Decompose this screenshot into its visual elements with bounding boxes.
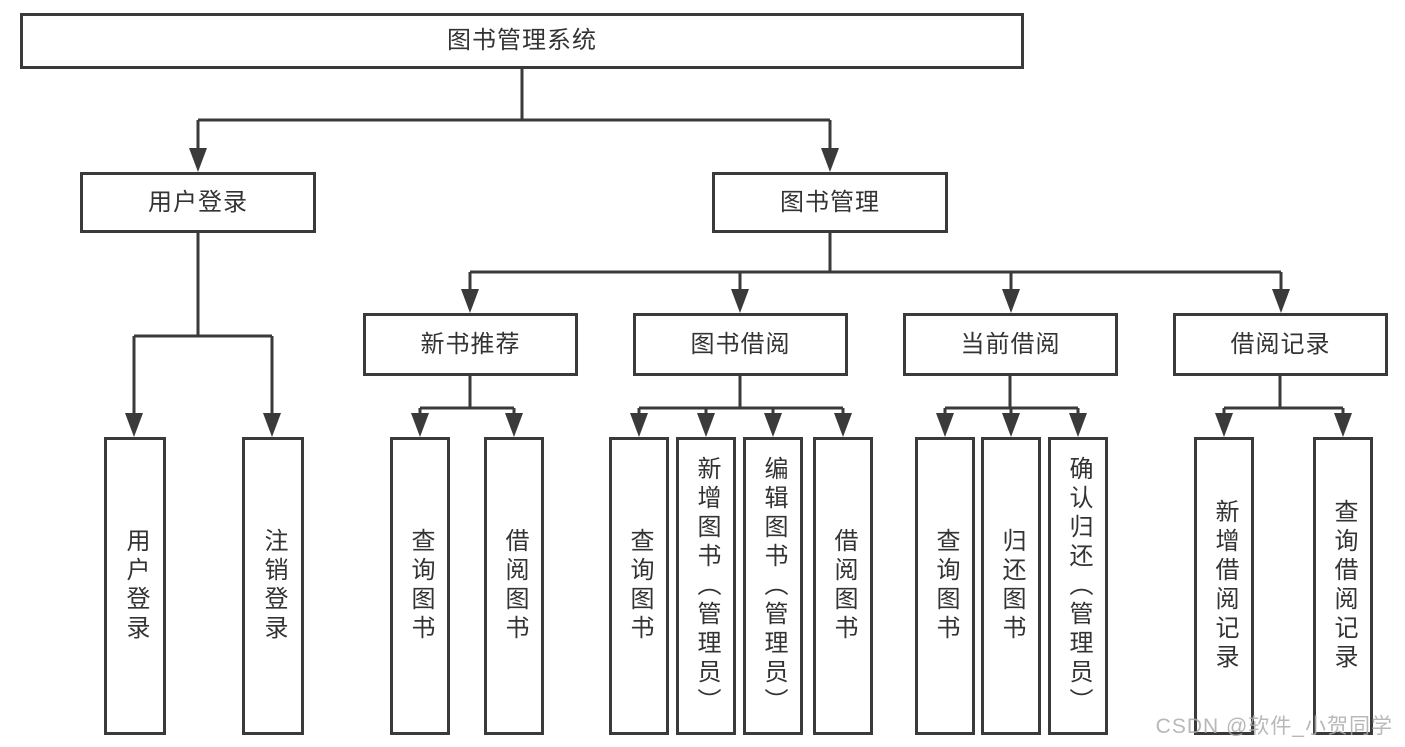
connector-new-book-recommend-to-leaves <box>411 376 523 437</box>
arrowhead <box>263 413 281 437</box>
node-borrow-records: 借阅记录 <box>1173 313 1388 376</box>
arrowhead <box>1215 413 1233 437</box>
leaf-logout-login: 注销登录 <box>242 437 304 735</box>
connector-current-borrow-to-leaves <box>936 376 1087 437</box>
arrowhead <box>936 413 954 437</box>
node-book-management: 图书管理 <box>712 172 948 233</box>
leaf-query-books-current: 查询图书 <box>915 437 975 735</box>
leaf-query-books-recommend: 查询图书 <box>390 437 450 735</box>
leaf-borrow-books-borrow: 借阅图书 <box>813 437 873 735</box>
leaf-edit-books-admin: 编辑图书（管理员） <box>743 437 803 735</box>
arrowhead <box>125 413 143 437</box>
connector-book-borrow-to-leaves <box>630 376 852 437</box>
arrowhead <box>834 413 852 437</box>
leaf-add-books-admin: 新增图书（管理员） <box>676 437 736 735</box>
arrowhead <box>1002 289 1020 313</box>
arrowhead <box>411 413 429 437</box>
leaf-return-books: 归还图书 <box>981 437 1041 735</box>
arrowhead <box>697 413 715 437</box>
arrowhead <box>1334 413 1352 437</box>
node-new-book-recommend: 新书推荐 <box>363 313 578 376</box>
connector-root-to-level2 <box>189 69 839 172</box>
arrowhead <box>1069 413 1087 437</box>
arrowhead <box>461 289 479 313</box>
connector-user-login-to-leaves <box>125 233 281 437</box>
node-book-borrow: 图书借阅 <box>633 313 848 376</box>
arrowhead <box>189 148 207 172</box>
arrowhead <box>821 148 839 172</box>
connector-book-management-to-level3 <box>461 233 1290 313</box>
arrowhead <box>505 413 523 437</box>
leaf-add-borrow-record: 新增借阅记录 <box>1194 437 1254 735</box>
node-root-library-system: 图书管理系统 <box>20 13 1024 69</box>
arrowhead <box>731 289 749 313</box>
arrowhead <box>764 413 782 437</box>
leaf-query-borrow-record: 查询借阅记录 <box>1313 437 1373 735</box>
connector-borrow-records-to-leaves <box>1215 376 1352 437</box>
leaf-query-books-borrow: 查询图书 <box>609 437 669 735</box>
arrowhead <box>1002 413 1020 437</box>
leaf-confirm-return-admin: 确认归还（管理员） <box>1048 437 1108 735</box>
node-current-borrow: 当前借阅 <box>903 313 1118 376</box>
leaf-user-login: 用户登录 <box>104 437 166 735</box>
arrowhead <box>1272 289 1290 313</box>
arrowhead <box>630 413 648 437</box>
node-user-login: 用户登录 <box>80 172 316 233</box>
leaf-borrow-books-recommend: 借阅图书 <box>484 437 544 735</box>
